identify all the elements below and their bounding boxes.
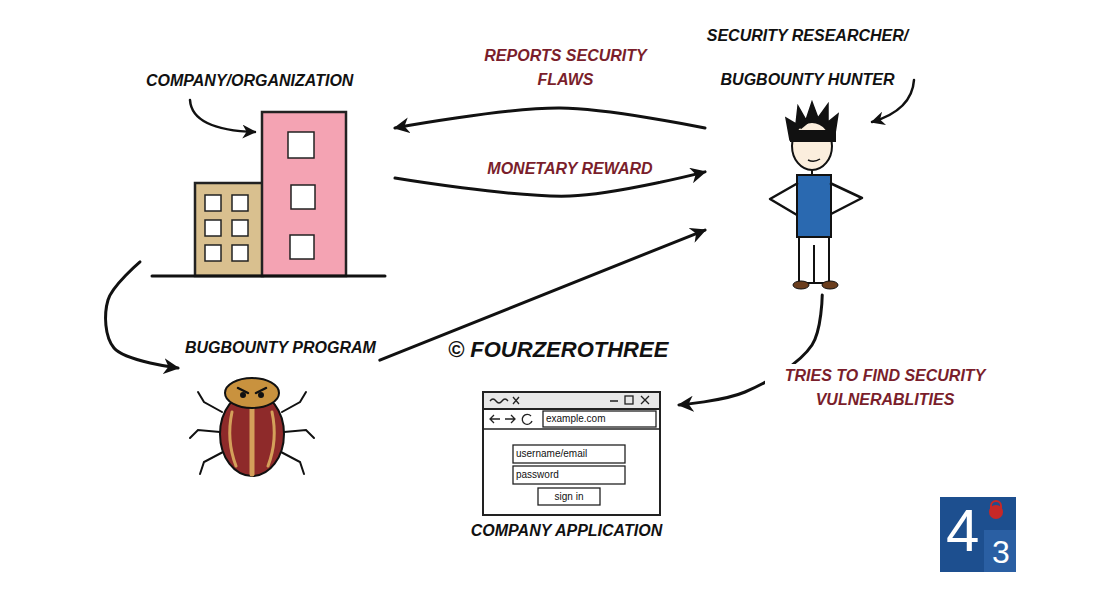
browser-window [522, 414, 532, 424]
hacker-figure [830, 183, 862, 214]
edge-label: REPORTS SECURITY FLAWS [478, 44, 653, 92]
browser-window [483, 392, 660, 409]
hacker-figure [808, 159, 820, 161]
building-illustration [205, 245, 221, 261]
leader-arrow [190, 100, 255, 132]
building-illustration [205, 220, 221, 236]
hacker-figure [792, 122, 832, 170]
browser-window [538, 488, 600, 505]
hacker-figure [800, 118, 812, 128]
logo-mark [940, 497, 1016, 572]
bug-illustration [281, 452, 304, 474]
building-illustration [290, 235, 314, 259]
bug-illustration [268, 412, 274, 466]
building-illustration [152, 112, 385, 276]
browser-window [543, 411, 656, 427]
bug-illustration [241, 393, 245, 397]
hacker-figure [799, 237, 829, 283]
hacker-figure [797, 175, 831, 237]
building-illustration [232, 245, 248, 261]
bug-illustration [200, 452, 223, 474]
bug-illustration [190, 378, 314, 476]
researcher-node: SECURITY RESEARCHER/ BUGBOUNTY HUNTER [705, 10, 914, 295]
hacker-figure [770, 102, 862, 289]
building-illustration [288, 132, 314, 158]
flow-arrow [395, 108, 705, 128]
browser-window [483, 428, 660, 430]
bug-illustration [250, 404, 255, 474]
logo-digit: 3 [992, 535, 1010, 570]
edge-label: TRIES TO FIND SECURITY VULNERABLITIES [765, 364, 1005, 412]
bug-illustration [282, 392, 306, 412]
building-illustration [232, 195, 248, 211]
bug-illustration [225, 378, 279, 408]
bug-illustration [230, 412, 236, 466]
browser-window [610, 400, 618, 402]
building-illustration [152, 275, 385, 278]
hacker-figure [822, 281, 838, 289]
browser-window [505, 415, 515, 423]
hacker-figure [770, 183, 798, 215]
bug-illustration [198, 392, 222, 412]
bugbounty-program-node: BUGBOUNTY PROGRAM [178, 332, 380, 480]
building-illustration [232, 220, 248, 236]
application-node: example.com username/email password sign in… [458, 385, 679, 550]
hacker-figure [793, 281, 809, 289]
browser-window [625, 396, 633, 404]
building-illustration [291, 185, 315, 209]
bug-illustration [190, 430, 220, 438]
copyright-watermark: © FOURZEROTHREE [448, 338, 668, 362]
building-illustration [262, 112, 346, 276]
address-text: example.com [546, 412, 605, 426]
button-text: sign in [538, 490, 600, 503]
building-illustration [195, 183, 263, 276]
browser-window [490, 399, 508, 403]
browser-window [490, 415, 500, 423]
node-heading: BUGBOUNTY PROGRAM [185, 338, 376, 358]
bug-illustration [284, 430, 314, 438]
browser-window [513, 466, 625, 484]
hacker-figure [790, 130, 836, 142]
browser-window [513, 397, 519, 404]
node-heading: SECURITY RESEARCHER/ BUGBOUNTY HUNTER [705, 14, 910, 102]
node-caption: COMPANY APPLICATION [458, 521, 675, 541]
browser-window [483, 392, 660, 515]
input-placeholder: username/email [516, 446, 587, 461]
hacker-figure [813, 245, 815, 283]
browser-window [513, 445, 625, 463]
bug-illustration [259, 393, 263, 397]
logo-mark [984, 530, 1016, 572]
edge-label: MONETARY REWARD [480, 157, 660, 181]
logo-mark [991, 501, 1001, 510]
logo-mark [940, 497, 1016, 572]
logo-digit: 4 [946, 498, 979, 564]
building-illustration [205, 195, 221, 211]
flow-arrow [106, 262, 178, 368]
browser-window [483, 392, 660, 515]
node-heading: COMPANY/ORGANIZATION [146, 71, 353, 91]
browser-window [641, 396, 649, 404]
input-placeholder: password [516, 467, 559, 482]
company-node: COMPANY/ORGANIZATION [140, 65, 395, 285]
